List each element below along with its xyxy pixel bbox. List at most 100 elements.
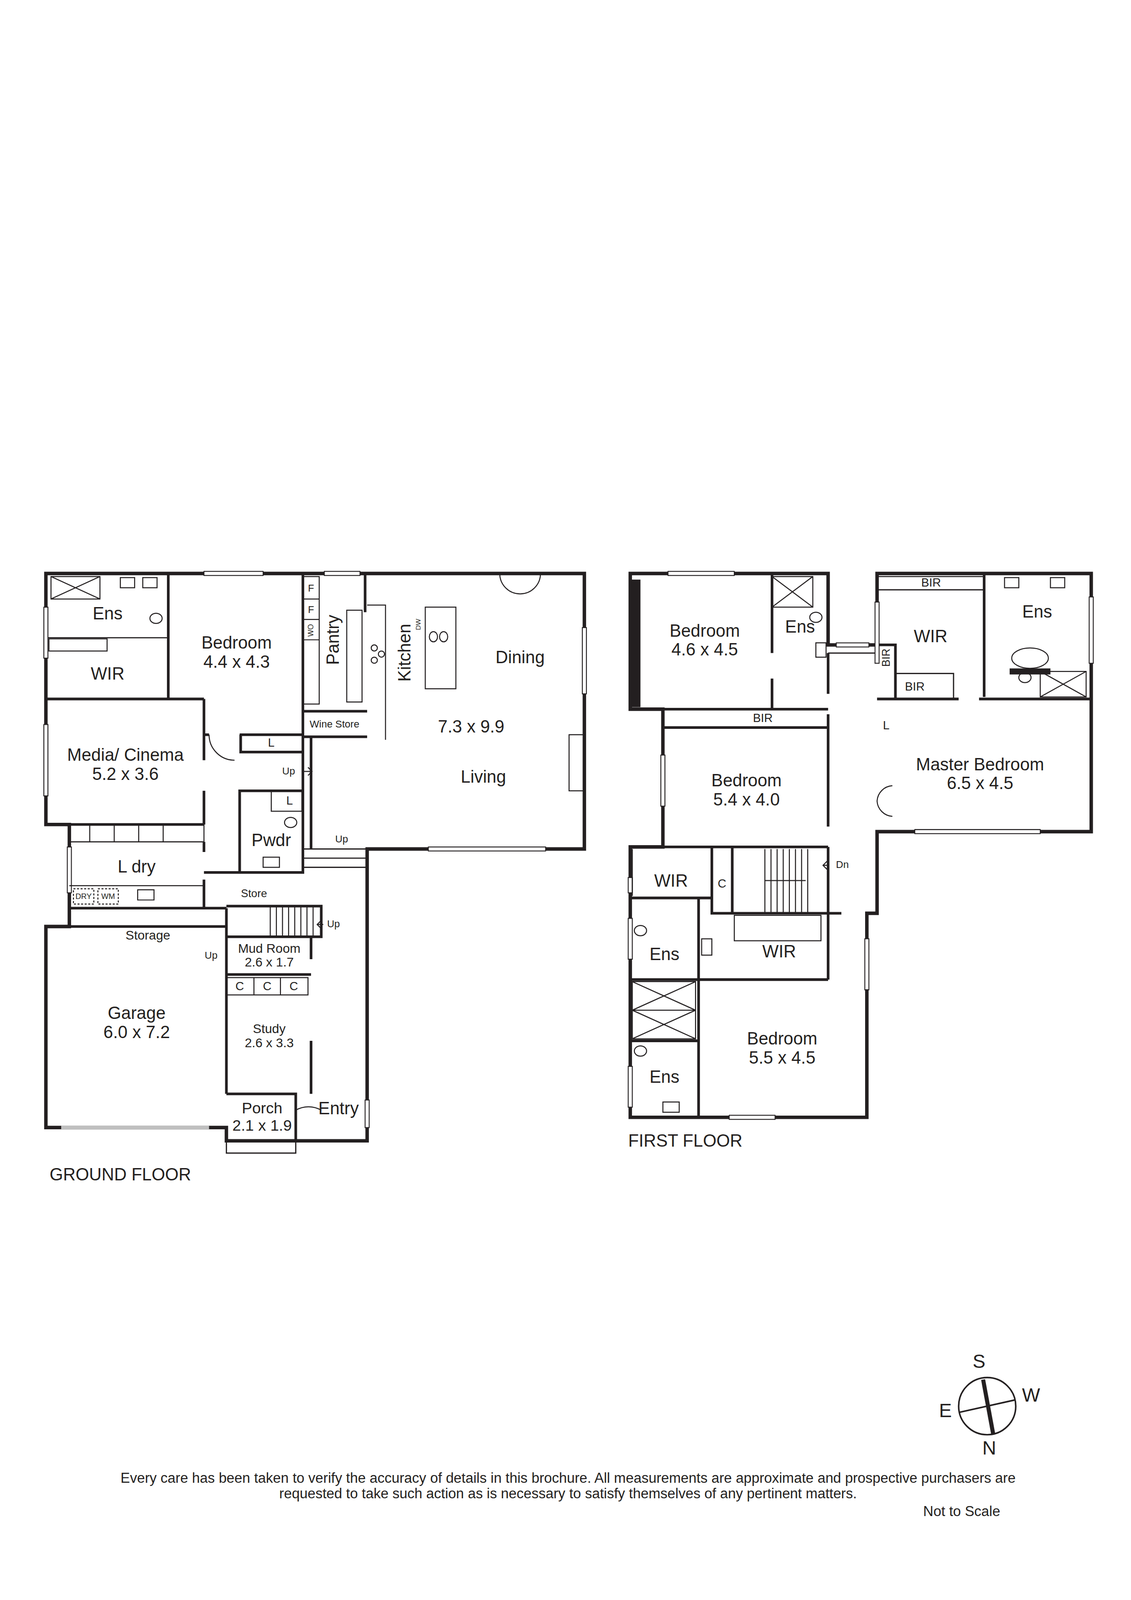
garage-door [61,1125,209,1130]
room-label: Store [240,887,267,900]
room: Ens [632,1062,697,1092]
room: Ens [773,609,826,645]
window [43,571,1094,1128]
room-label: Entry [318,1099,359,1119]
plan-label: FIRST FLOOR [627,1131,743,1151]
room: Wine Store [303,712,365,736]
room: L dry [71,850,203,884]
room-label: Storage [125,928,171,943]
door-swing [208,573,893,1111]
room-label: WIR [90,664,125,684]
plan-label: BIR [904,679,925,694]
room-label: Garage [107,1003,166,1023]
room-label: 2.6 x 3.3 [244,1036,294,1051]
room-label: WIR [913,627,948,647]
room-label: Bedroom [747,1029,818,1049]
plan-label: Up [204,949,218,961]
plan-label: S [972,1350,986,1372]
outer-wall [46,573,585,1141]
plan-label: L [286,793,293,808]
room: Bedroom4.6 x 4.5 [644,609,765,671]
room: Porch2.1 x 1.9 [228,1095,296,1139]
disclaimer-note: Every care has been taken to verify the … [93,1470,1043,1502]
room-label: Media/ Cinema [67,745,184,765]
room: Master Bedroom6.5 x 4.5 [883,726,1078,822]
plan-label: BIR [752,711,773,725]
plan-label: C [717,876,727,890]
plan-label: N [982,1437,997,1459]
room-label: 5.2 x 3.6 [92,764,159,784]
plan-label: F [307,582,314,594]
room-label: WIR [762,942,797,962]
room-label: 5.5 x 4.5 [748,1048,816,1068]
room-label: 4.6 x 4.5 [671,640,738,660]
fixtures [48,573,1086,1112]
room-label: L dry [117,857,156,877]
shower [51,576,100,599]
room-label: 4.4 x 4.3 [203,652,270,672]
kitchen-bench [302,576,584,791]
room-label: Wine Store [309,718,360,730]
room: Ens [48,593,167,634]
thin-line [46,637,368,1153]
wardrobe-rail [48,576,985,941]
room: Storage [71,926,225,946]
room-label: Study [253,1022,286,1037]
room: Pantry [320,575,347,704]
outer-wall [630,573,1092,1117]
room-label: Pantry [323,614,343,665]
room: Entry [311,1095,365,1122]
plan-label: Dn [835,859,849,871]
plan-label: Up [335,833,348,845]
solid-fill [630,579,1051,708]
room-label: Ens [92,604,123,624]
room-label: Ens [785,617,815,637]
room: Store [208,881,299,905]
room-label: 6.5 x 4.5 [946,773,1014,794]
fireplace [630,579,1051,708]
room-label: 6.0 x 7.2 [103,1022,171,1043]
room-label: Bedroom [711,771,782,791]
cupboard [226,790,308,995]
basin [120,577,1065,1112]
plan-label: DRY [75,892,93,901]
room-label: 5.4 x 4.0 [713,790,780,810]
plan-label: F [307,604,314,616]
room-label: Mud Room [238,941,301,956]
compass-needle [959,1400,1015,1413]
appliance [73,888,119,905]
room-label: Living [460,767,506,787]
room-label: 2.6 x 1.7 [244,955,294,970]
room-label: Ens [649,1067,680,1087]
room-label: WIR [654,871,689,891]
room-label: Ens [1022,602,1053,622]
room-label: Bedroom [669,621,740,641]
sink [429,631,448,642]
plan-label: Up [326,918,340,930]
room: Bedroom5.4 x 4.0 [669,759,825,821]
plan-label: L [268,736,275,750]
room: Ens [987,596,1088,628]
room-label: Porch [241,1099,283,1117]
room: KitchenDining7.3 x 9.9Living [369,575,584,847]
room-label: Kitchen [395,623,415,682]
room: WIR [632,866,710,896]
plan-label: Up [282,765,296,777]
plan-label: L [882,718,890,732]
plan-label: Not to Scale [923,1503,1001,1520]
plan-label: C [235,979,244,993]
room-label: 7.3 x 9.9 [437,717,505,737]
room-label: Bedroom [201,633,272,653]
room: Bedroom4.4 x 4.3 [173,609,300,696]
room: Pwdr [241,829,301,852]
toilet [150,612,1032,1056]
room-label: Pwdr [251,830,292,851]
room-label: 2.1 x 1.9 [232,1116,292,1134]
bath [1011,648,1049,669]
plan-label: W [1022,1384,1041,1406]
room: WIR [48,652,167,696]
room: Garage6.0 x 7.2 [51,984,223,1062]
compass-ring [958,1377,1016,1435]
room: Bedroom5.5 x 4.5 [701,1014,863,1083]
